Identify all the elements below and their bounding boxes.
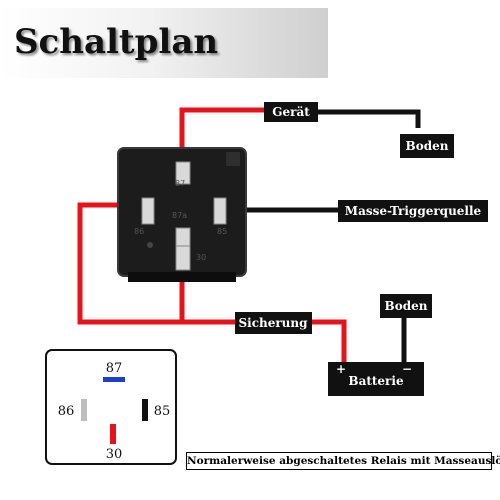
label-device: Gerät <box>264 102 318 122</box>
trigger-label: Masse-Triggerquelle <box>345 204 482 218</box>
pin-85-bar <box>142 399 148 421</box>
pin-87-bar <box>103 377 125 382</box>
label-fuse: Sicherung <box>235 312 312 334</box>
wire-red-fuse-battery <box>312 319 347 362</box>
pin-legend: 87 86 85 30 <box>45 349 177 465</box>
relay-tab <box>226 152 240 166</box>
battery: Batterie + − <box>328 362 424 396</box>
label-trigger: Masse-Triggerquelle <box>338 200 488 222</box>
legend-30: 30 <box>106 447 123 462</box>
title-banner: Schaltplan <box>0 8 328 78</box>
wire-red-86-loop <box>77 202 182 325</box>
ground-battery-label: Boden <box>385 299 428 313</box>
relay-label-85: 85 <box>217 227 227 236</box>
legend-87: 87 <box>106 361 123 376</box>
wires <box>77 107 421 362</box>
relay-pin-30-terminal <box>175 245 191 271</box>
legend-85: 85 <box>154 404 171 419</box>
label-ground-battery: Boden <box>380 294 432 318</box>
relay-label-30: 30 <box>196 253 206 262</box>
page-title: Schaltplan <box>14 22 219 62</box>
caption: Normalerweise abgeschaltetes Relais mit … <box>186 452 500 470</box>
battery-label: Batterie <box>348 374 404 388</box>
fuse-label: Sicherung <box>238 316 308 330</box>
battery-plus: + <box>336 362 346 376</box>
wire-red-device <box>179 107 268 163</box>
device-label: Gerät <box>272 105 310 119</box>
relay-label-87a: 87a <box>172 211 187 220</box>
relay: 87 87a 86 85 30 <box>117 147 247 282</box>
relay-base <box>128 272 236 282</box>
wire-black-device-ground <box>318 109 421 128</box>
pin-86-bar <box>81 399 87 421</box>
relay-label-86: 86 <box>134 227 144 236</box>
relay-pin-87-terminal <box>175 161 191 185</box>
relay-label-87: 87 <box>175 179 185 188</box>
ground-top-label: Boden <box>406 139 449 153</box>
battery-minus: − <box>402 362 412 376</box>
relay-pin-86-terminal <box>141 197 155 225</box>
relay-dot <box>147 242 153 248</box>
relay-pin-85-terminal <box>213 197 227 225</box>
wire-red-30-fuse <box>179 265 235 325</box>
pin-30-bar <box>110 424 116 444</box>
legend-86: 86 <box>58 404 75 419</box>
label-ground-top: Boden <box>400 134 454 158</box>
